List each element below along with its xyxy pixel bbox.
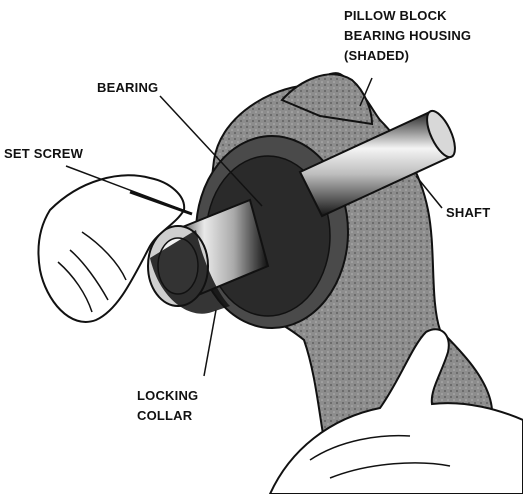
label-pillow-block-line1: PILLOW BLOCK	[344, 6, 471, 26]
leader-locking-collar	[204, 310, 216, 376]
label-bearing-text: BEARING	[97, 78, 158, 98]
label-pillow-block-line2: BEARING HOUSING	[344, 26, 471, 46]
label-locking-collar: LOCKING COLLAR	[137, 386, 198, 426]
label-locking-collar-line2: COLLAR	[137, 406, 198, 426]
label-shaft: SHAFT	[446, 203, 490, 223]
label-locking-collar-line1: LOCKING	[137, 386, 198, 406]
label-shaft-text: SHAFT	[446, 203, 490, 223]
label-set-screw-text: SET SCREW	[4, 144, 83, 164]
label-pillow-block: PILLOW BLOCK BEARING HOUSING (SHADED)	[344, 6, 471, 66]
label-set-screw: SET SCREW	[4, 144, 83, 164]
label-bearing: BEARING	[97, 78, 158, 98]
label-pillow-block-line3: (SHADED)	[344, 46, 471, 66]
